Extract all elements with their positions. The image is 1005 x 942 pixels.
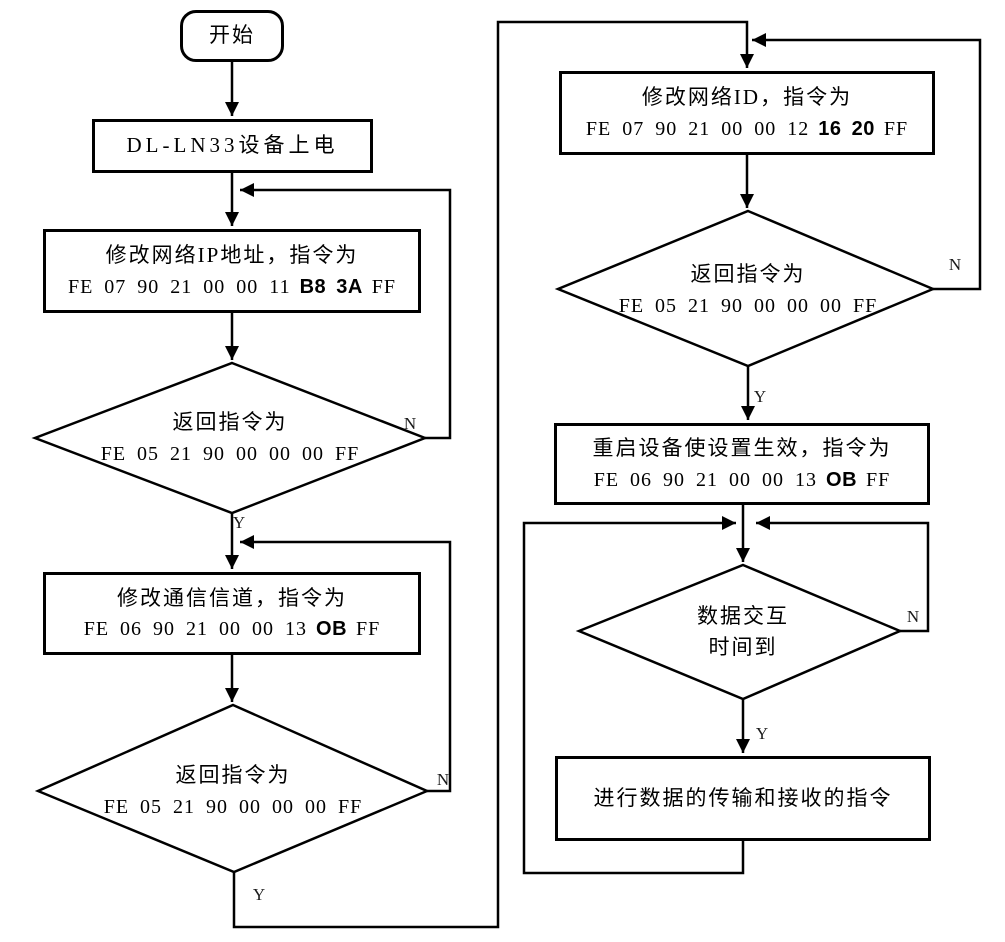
check-network-id-no-label: N xyxy=(948,255,962,274)
check-network-id-text: 返回指令为 FE 05 21 90 00 00 00 FF xyxy=(566,250,930,330)
data-timer-yes-label: Y xyxy=(755,724,769,743)
connector-checkchannel-yes-to-setid xyxy=(232,20,754,929)
set-channel-hex-suffix: FF xyxy=(356,618,381,641)
set-channel-hex-prefix: FE 06 90 21 00 00 13 xyxy=(83,618,308,641)
set-ip-hex-suffix: FF xyxy=(371,275,397,298)
check-channel-yes-label: Y xyxy=(252,885,266,904)
restart-hex-suffix: FF xyxy=(866,468,891,491)
check-ip-response: FE 05 21 90 00 00 00 FF xyxy=(100,442,360,465)
set-network-id-title: 修改网络ID，指令为 xyxy=(641,85,853,110)
connector-checkid-no-loop xyxy=(752,33,982,291)
set-channel-title: 修改通信信道，指令为 xyxy=(117,585,347,610)
set-ip-process: 修改网络IP地址，指令为 FE 07 90 21 00 00 11 B8 3A … xyxy=(43,229,421,313)
set-channel-process: 修改通信信道，指令为 FE 06 90 21 00 00 13 OB FF xyxy=(43,572,421,655)
data-transfer-process: 进行数据的传输和接收的指令 xyxy=(555,756,931,841)
set-network-id-command: FE 07 90 21 00 00 12 16 20 FF xyxy=(586,114,908,144)
check-channel-response: FE 05 21 90 00 00 00 FF xyxy=(103,795,363,818)
check-ip-title: 返回指令为 xyxy=(172,410,288,435)
set-network-id-hex-bold: 16 20 xyxy=(818,117,875,140)
set-network-id-process: 修改网络ID，指令为 FE 07 90 21 00 00 12 16 20 FF xyxy=(559,71,935,155)
check-ip-no-label: N xyxy=(403,414,417,433)
check-channel-no-label: N xyxy=(436,770,450,789)
start-terminator: 开始 xyxy=(180,10,284,62)
check-network-id-yes-label: Y xyxy=(753,387,767,406)
data-timer-no-label: N xyxy=(906,607,920,626)
restart-title: 重启设备使设置生效，指令为 xyxy=(592,436,892,461)
set-network-id-hex-prefix: FE 07 90 21 00 00 12 xyxy=(585,117,810,140)
start-label: 开始 xyxy=(209,23,255,48)
restart-process: 重启设备使设置生效，指令为 FE 06 90 21 00 00 13 OB FF xyxy=(554,423,930,505)
restart-hex-prefix: FE 06 90 21 00 00 13 xyxy=(593,468,818,491)
connector-timer-no-loop xyxy=(756,516,930,633)
data-timer-text: 数据交互 时间到 xyxy=(643,596,843,668)
set-ip-hex-bold: B8 3A xyxy=(299,275,363,298)
check-ip-text: 返回指令为 FE 05 21 90 00 00 00 FF xyxy=(50,398,410,478)
restart-command: FE 06 90 21 00 00 13 OB FF xyxy=(594,465,891,495)
connector-checkip-no-loop xyxy=(240,183,452,440)
check-network-id-response: FE 05 21 90 00 00 00 FF xyxy=(618,294,878,317)
power-on-process: DL-LN33设备上电 xyxy=(92,119,373,173)
check-channel-text: 返回指令为 FE 05 21 90 00 00 00 FF xyxy=(53,750,413,832)
connector-transfer-loop xyxy=(522,516,745,875)
connector-checkchannel-no-loop xyxy=(240,535,452,793)
set-ip-hex-prefix: FE 07 90 21 00 00 11 xyxy=(67,275,291,298)
data-transfer-label: 进行数据的传输和接收的指令 xyxy=(593,785,893,810)
restart-hex-bold: OB xyxy=(826,468,858,491)
check-network-id-title: 返回指令为 xyxy=(690,262,806,287)
set-channel-command: FE 06 90 21 00 00 13 OB FF xyxy=(84,614,381,644)
set-ip-title: 修改网络IP地址，指令为 xyxy=(105,243,359,268)
check-ip-yes-label: Y xyxy=(232,513,246,532)
check-channel-title: 返回指令为 xyxy=(175,763,291,788)
data-timer-title: 数据交互 xyxy=(697,603,789,628)
set-channel-hex-bold: OB xyxy=(316,618,348,641)
set-ip-command: FE 07 90 21 00 00 11 B8 3A FF xyxy=(68,272,396,302)
data-timer-subtitle: 时间到 xyxy=(708,635,778,659)
set-network-id-hex-suffix: FF xyxy=(883,117,909,140)
power-on-label: DL-LN33设备上电 xyxy=(126,133,339,158)
